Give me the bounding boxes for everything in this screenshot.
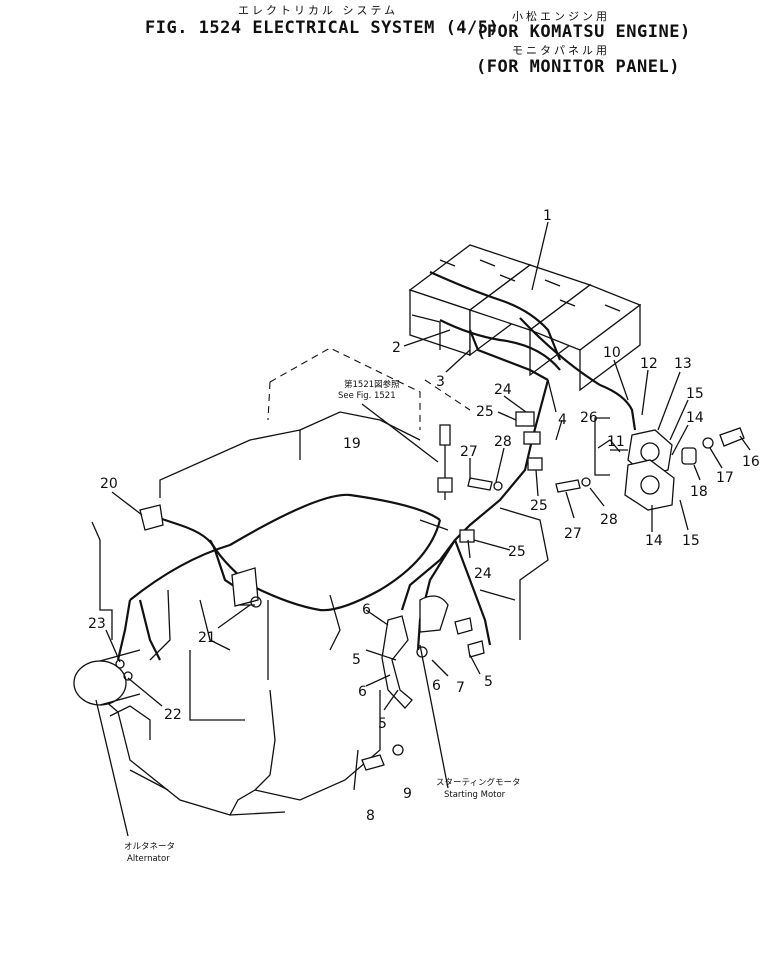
callout-6b: 6	[358, 684, 367, 700]
callout-26: 26	[580, 410, 598, 426]
callout-14b: 14	[645, 533, 663, 549]
callout-23: 23	[88, 616, 106, 632]
callout-9: 9	[403, 786, 412, 802]
figure-title: FIG. 1524 ELECTRICAL SYSTEM (4/5)	[145, 18, 500, 38]
callout-10: 10	[603, 345, 621, 361]
callout-19: 19	[343, 436, 361, 452]
callout-12: 12	[640, 356, 658, 372]
callout-24a: 24	[494, 382, 512, 398]
callout-13: 13	[674, 356, 692, 372]
callout-8: 8	[366, 808, 375, 824]
engine-label: (FOR KOMATSU ENGINE)	[476, 22, 691, 42]
alternator-label-jp: オルタネータ	[124, 842, 176, 852]
callout-28b: 28	[600, 512, 618, 528]
callout-25b: 25	[530, 498, 548, 514]
monitor-label: (FOR MONITOR PANEL)	[476, 57, 680, 77]
monitor-panel-parts	[597, 427, 745, 511]
see-fig-note-jp: 第1521図参照	[344, 380, 400, 390]
callout-25c: 25	[508, 544, 526, 560]
callout-4: 4	[558, 412, 567, 428]
callout-3: 3	[436, 374, 445, 390]
callout-15a: 15	[686, 386, 704, 402]
callout-18: 18	[690, 484, 708, 500]
callout-6a: 6	[362, 602, 371, 618]
callout-27b: 27	[564, 526, 582, 542]
jp-monitor-label: モニタパネル用	[512, 44, 610, 57]
leader-lines	[95, 221, 751, 837]
jp-engine-label: 小松エンジン用	[512, 10, 610, 23]
callout-1: 1	[543, 208, 552, 224]
callout-5a: 5	[352, 652, 361, 668]
wiring-harness	[116, 270, 637, 661]
callout-28a: 28	[494, 434, 512, 450]
callout-15b: 15	[682, 533, 700, 549]
callout-24b: 24	[474, 566, 492, 582]
alternator-label-en: Alternator	[127, 854, 170, 864]
battery-group	[408, 244, 642, 392]
clamp-25b	[523, 431, 541, 445]
starting-motor-label-jp: スターティングモータ	[436, 778, 521, 788]
callout-25a: 25	[476, 404, 494, 420]
callout-2: 2	[392, 340, 401, 356]
callout-6c: 6	[432, 678, 441, 694]
callout-11: 11	[607, 434, 625, 450]
callout-20: 20	[100, 476, 118, 492]
callout-5c: 5	[378, 716, 387, 732]
callout-16: 16	[742, 454, 760, 470]
callout-21: 21	[198, 630, 216, 646]
callout-14a: 14	[686, 410, 704, 426]
connectors-bolts	[73, 411, 591, 771]
callout-17: 17	[716, 470, 734, 486]
jp-title: エレクトリカル システム	[238, 4, 399, 17]
callout-27a: 27	[460, 444, 478, 460]
callout-5b: 5	[484, 674, 493, 690]
callout-22: 22	[164, 707, 182, 723]
clamp-24b	[459, 529, 475, 543]
see-fig-note-en: See Fig. 1521	[338, 391, 396, 401]
clamp-25a	[515, 411, 535, 427]
callout-labels: 1 2 3 4 5 5 5 6 6 6 7 8 9 10 11 12 13 14…	[88, 208, 760, 824]
starting-motor-label-en: Starting Motor	[444, 790, 506, 800]
callout-7: 7	[456, 680, 465, 696]
clamp-25c	[527, 457, 543, 471]
